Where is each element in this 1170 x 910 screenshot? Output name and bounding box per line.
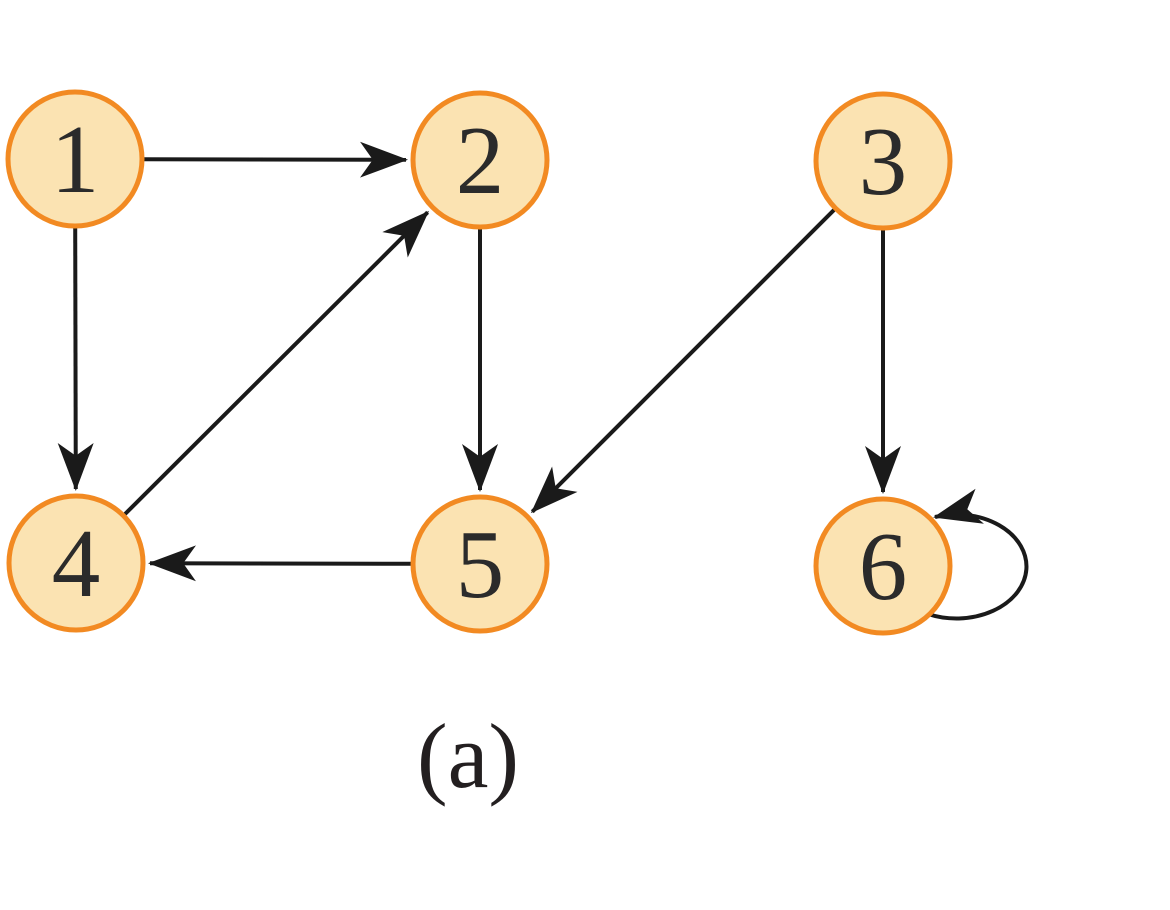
node-circle xyxy=(813,91,953,231)
edge-1-2 xyxy=(142,141,408,178)
node-label: 6 xyxy=(859,513,908,620)
node-circle xyxy=(6,493,146,633)
node-4: 4 xyxy=(6,493,146,633)
edge-5-4 xyxy=(148,545,413,582)
node-3: 3 xyxy=(813,91,953,231)
node-circle xyxy=(410,90,550,230)
node-1: 1 xyxy=(5,89,145,229)
node-6: 6 xyxy=(813,496,953,636)
node-label: 5 xyxy=(456,511,505,618)
edge-6-6 xyxy=(927,488,1029,621)
edges-layer xyxy=(57,141,1029,621)
edge-1-4 xyxy=(57,226,94,491)
edge-4-2 xyxy=(122,210,430,517)
node-label: 1 xyxy=(51,106,100,213)
edge-3-5 xyxy=(530,207,837,514)
node-label: 4 xyxy=(52,510,101,617)
node-5: 5 xyxy=(410,494,550,634)
node-circle xyxy=(410,494,550,634)
node-label: 2 xyxy=(456,107,505,214)
nodes-layer: 1 2 3 4 5 6 xyxy=(5,89,953,636)
node-circle xyxy=(5,89,145,229)
node-2: 2 xyxy=(410,90,550,230)
figure-caption: (a) xyxy=(416,705,520,807)
node-label: 3 xyxy=(859,108,908,215)
node-circle xyxy=(813,496,953,636)
